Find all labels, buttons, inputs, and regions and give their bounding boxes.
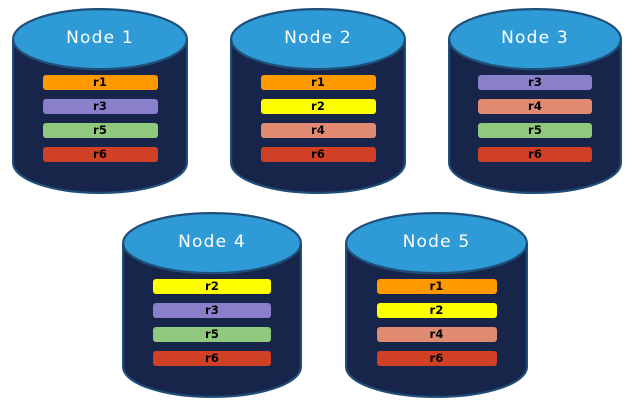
replica-label: r5 xyxy=(92,122,108,137)
replica-bar-r3[interactable]: r3 xyxy=(478,74,592,91)
replica-label: r2 xyxy=(429,302,444,317)
replica-label: r6 xyxy=(527,146,543,161)
replica-label: r6 xyxy=(204,350,220,365)
replica-bar-r6[interactable]: r6 xyxy=(260,146,376,163)
replica-bar-r6[interactable]: r6 xyxy=(153,350,271,367)
replica-bar-r1[interactable]: r1 xyxy=(42,74,158,91)
replica-bar-r1[interactable]: r1 xyxy=(260,74,376,91)
replica-bar-r4[interactable]: r4 xyxy=(376,326,497,343)
replica-label: r1 xyxy=(92,74,108,89)
replica-label: r3 xyxy=(527,74,543,89)
replica-bar-r2[interactable]: r2 xyxy=(376,302,497,319)
replica-bar-r4[interactable]: r4 xyxy=(478,98,592,115)
replica-bar-list: r2 r3 r5 r6 xyxy=(122,278,302,367)
replica-label: r5 xyxy=(204,326,220,341)
replica-bar-list: r1 r2 r4 r6 xyxy=(345,278,528,367)
replica-label: r3 xyxy=(204,302,220,317)
replica-label: r2 xyxy=(310,98,326,113)
replica-label: r2 xyxy=(204,278,220,293)
replica-label: r4 xyxy=(310,122,326,137)
replica-label: r6 xyxy=(92,146,108,161)
replica-label: r6 xyxy=(429,350,444,365)
replica-bar-r6[interactable]: r6 xyxy=(42,146,158,163)
replica-label: r3 xyxy=(92,98,108,113)
cylinder-top-cap xyxy=(230,8,406,71)
replica-label: r4 xyxy=(429,326,444,341)
replica-bar-r5[interactable]: r5 xyxy=(478,122,592,139)
replica-bar-list: r3 r4 r5 r6 xyxy=(448,74,622,163)
replica-bar-r4[interactable]: r4 xyxy=(260,122,376,139)
replica-label: r4 xyxy=(527,98,543,113)
replica-label: r1 xyxy=(310,74,326,89)
cylinder-top-cap xyxy=(122,212,302,275)
replica-bar-r5[interactable]: r5 xyxy=(153,326,271,343)
replica-bar-r2[interactable]: r2 xyxy=(260,98,376,115)
cylinder-top-cap xyxy=(345,212,528,275)
replica-bar-r1[interactable]: r1 xyxy=(376,278,497,295)
replica-bar-r5[interactable]: r5 xyxy=(42,122,158,139)
replica-bar-r3[interactable]: r3 xyxy=(153,302,271,319)
replica-bar-r6[interactable]: r6 xyxy=(376,350,497,367)
replica-label: r5 xyxy=(527,122,543,137)
replica-label: r6 xyxy=(310,146,326,161)
replica-bar-list: r1 r3 r5 r6 xyxy=(12,74,188,163)
replica-bar-r2[interactable]: r2 xyxy=(153,278,271,295)
cylinder-top-cap xyxy=(12,8,188,71)
replica-label: r1 xyxy=(429,278,444,293)
replica-bar-r3[interactable]: r3 xyxy=(42,98,158,115)
replica-bar-list: r1 r2 r4 r6 xyxy=(230,74,406,163)
cylinder-top-cap xyxy=(448,8,622,71)
replica-bar-r6[interactable]: r6 xyxy=(478,146,592,163)
